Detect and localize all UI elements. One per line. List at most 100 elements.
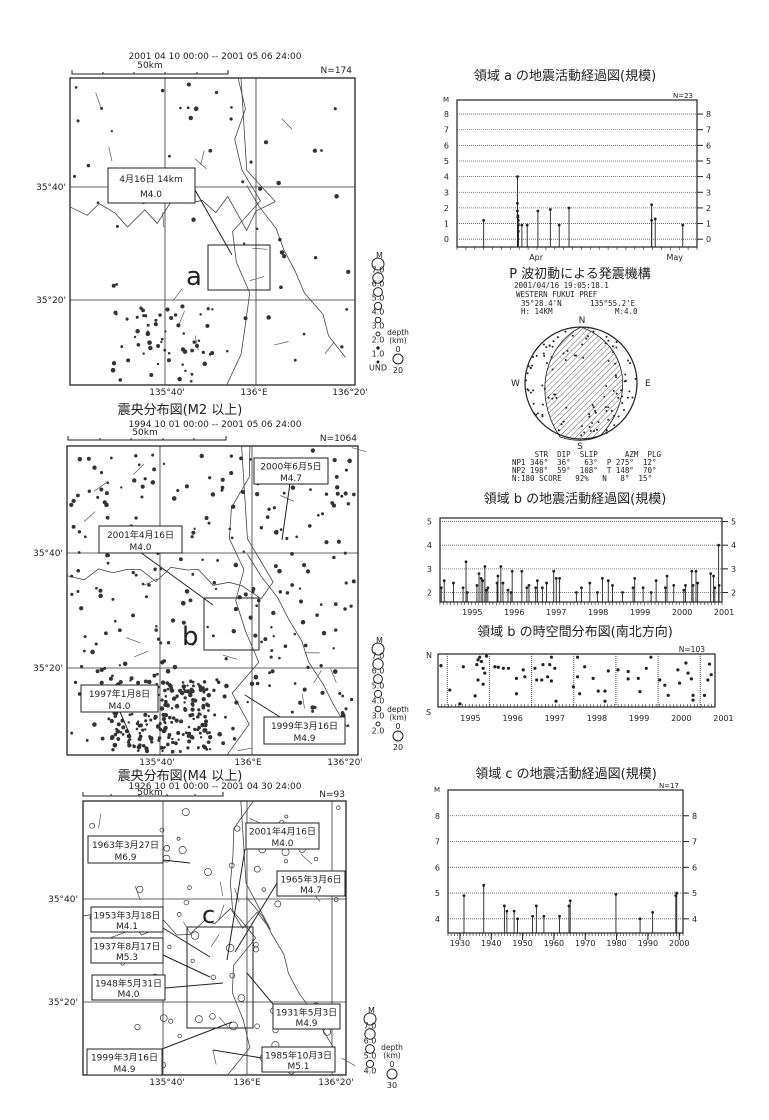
epicenter-dot [190, 958, 195, 963]
epicenter-dot [155, 724, 161, 729]
legend-magnitude-circle [373, 301, 383, 311]
event-marker [548, 208, 552, 211]
polarity-dot [556, 336, 559, 339]
epicenter-dot [206, 692, 212, 698]
epicenter-dot [258, 186, 263, 191]
epicenter-dot [243, 316, 248, 321]
active-fault [301, 693, 305, 709]
polarity-dot [589, 430, 592, 433]
callout-box [80, 684, 159, 713]
scale-bar [82, 792, 224, 797]
event-point [663, 683, 667, 687]
event-marker [525, 223, 529, 227]
event-marker [558, 914, 561, 918]
event-marker [638, 917, 642, 921]
event-point [546, 675, 550, 679]
mechanism-lat: 35°28.4'N [521, 299, 562, 308]
event-marker [464, 560, 468, 564]
epicenter-dot [136, 680, 141, 685]
epicenter-dot [197, 746, 200, 749]
event-point [479, 659, 484, 664]
epicenter-dot [153, 322, 158, 327]
epicenter-dot [344, 581, 348, 585]
epicenter-dot [72, 174, 77, 178]
polarity-dot [631, 396, 634, 399]
epicenter-dot [255, 681, 260, 686]
polarity-dot [529, 391, 532, 394]
focal-mechanism: P 波初動による発震機構 2001/04/16 19:05:18.1 WESTE… [509, 267, 661, 483]
callout-box [263, 716, 346, 745]
epicenter-dot [191, 703, 195, 707]
epicenter-dot [220, 485, 225, 490]
event-count: N=103 [679, 645, 705, 654]
epicenter-dot [92, 722, 97, 727]
active-fault [313, 669, 322, 684]
legend-depth-unit: (km) [389, 336, 407, 345]
scale-bar [71, 70, 229, 75]
event-point [476, 658, 480, 662]
event-marker [509, 591, 513, 594]
epicenter-dot [282, 491, 286, 495]
epicenter-dot [163, 688, 167, 693]
epicenter-dot [107, 717, 111, 721]
polarity-dot [620, 389, 623, 392]
epicenter-dot [135, 727, 139, 731]
x-tick-label: 2000 [669, 939, 689, 948]
event-marker [479, 576, 483, 580]
polarity-dot [614, 374, 617, 377]
epicenter-dot [138, 731, 142, 735]
prefecture-boundary [227, 800, 257, 1076]
epicenter-dot [178, 688, 183, 693]
callout-box [91, 974, 166, 1001]
callout-box [276, 870, 346, 897]
epicenter-dot [332, 647, 335, 650]
polarity-dot [610, 409, 613, 412]
event-point [677, 681, 682, 685]
polarity-dot [595, 428, 598, 431]
epicenter-dot [188, 713, 193, 718]
epicenter-dot [190, 931, 200, 940]
event-point [493, 665, 497, 669]
epicenter-dot [334, 475, 339, 479]
epicenter-dot [191, 643, 195, 646]
epicenter-dot [225, 943, 235, 953]
event-marker [527, 584, 531, 587]
epicenter-dot [278, 656, 281, 660]
callout-leaders [161, 848, 278, 1059]
event-marker [712, 574, 716, 578]
y-tick-label: 8 [435, 812, 440, 821]
polarity-dot [541, 415, 544, 418]
epicenter-dot [144, 748, 150, 754]
epicenter-dot [197, 682, 200, 686]
epicenter-dot [172, 664, 178, 670]
x-tick-label: 1980 [606, 939, 626, 948]
epicenter-dot [155, 625, 158, 628]
polarity-dot [621, 395, 624, 398]
event-count: N=1064 [320, 434, 357, 444]
scale-bar [67, 436, 227, 441]
event-point [483, 671, 487, 675]
epicenter-dot [134, 516, 138, 520]
polarity-dot [535, 354, 538, 357]
chart-b-spacetime-title: 領域 b の時空間分布図(南北方向) [477, 624, 673, 640]
epicenter-dot [272, 506, 276, 510]
legend-depth-value: 0 [395, 345, 400, 354]
epicenter-dot [229, 117, 233, 121]
event-point [496, 665, 500, 669]
event-marker [690, 569, 694, 573]
x-tick-label: 1998 [588, 608, 608, 617]
epicenter-dot [163, 726, 168, 731]
event-point [649, 655, 653, 659]
x-tick-label: 1940 [481, 939, 501, 948]
event-marker [520, 223, 524, 227]
y-tick-label-right: 8 [706, 110, 711, 119]
y-tick-label-right: 1 [706, 220, 711, 229]
epicenter-dot [251, 587, 256, 591]
epicenter-dot [95, 586, 98, 590]
epicenter-dot [334, 628, 338, 632]
polarity-dot [555, 396, 558, 399]
legend-magnitude-circle [373, 287, 383, 297]
epicenter-dot [181, 681, 185, 684]
